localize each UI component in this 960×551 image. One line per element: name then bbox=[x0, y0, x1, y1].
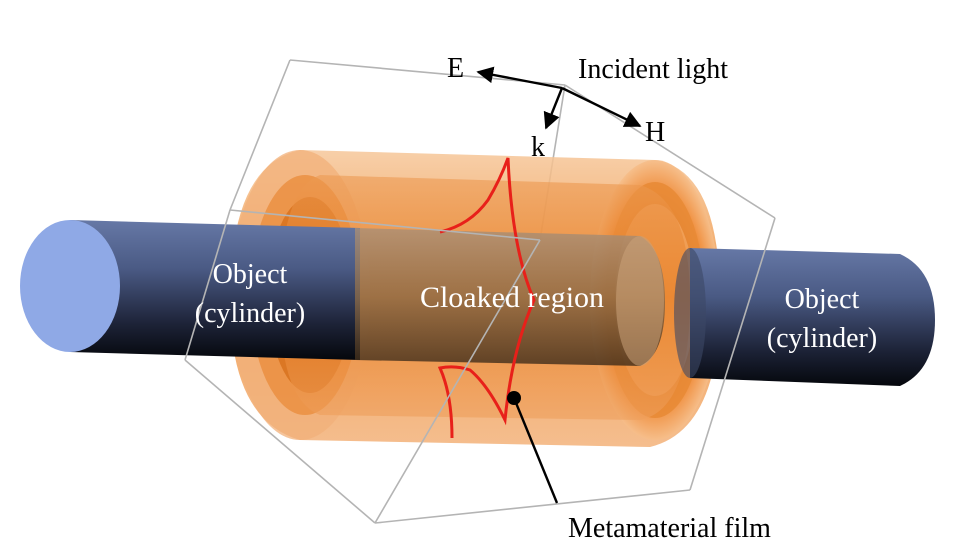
incident-light-label: Incident light bbox=[578, 54, 728, 85]
incident-light-vectors bbox=[476, 66, 642, 130]
object-left-label-line2: (cylinder) bbox=[195, 298, 305, 329]
bounding-box-front bbox=[184, 209, 776, 524]
k-vector-arrow bbox=[543, 87, 564, 130]
e-field-arrow bbox=[476, 66, 563, 90]
incident-wave-profile bbox=[437, 157, 536, 439]
object-right-label-line2: (cylinder) bbox=[767, 323, 877, 354]
object-right-label-line1: Object bbox=[785, 284, 860, 315]
cylinder-end-face bbox=[20, 220, 120, 352]
h-field-label: H bbox=[645, 117, 665, 148]
metamaterial-film-label: Metamaterial film bbox=[568, 513, 771, 544]
cloaked-region-label: Cloaked region bbox=[420, 281, 604, 314]
e-field-label: E bbox=[447, 53, 464, 84]
cloaked-region bbox=[355, 228, 665, 366]
k-vector-label: k bbox=[531, 132, 545, 163]
h-field-arrow bbox=[561, 86, 642, 128]
object-cylinder-left bbox=[20, 220, 360, 360]
object-left-label-line1: Object bbox=[213, 259, 288, 290]
film-pointer bbox=[507, 391, 559, 504]
object-cylinder-right bbox=[674, 248, 935, 386]
